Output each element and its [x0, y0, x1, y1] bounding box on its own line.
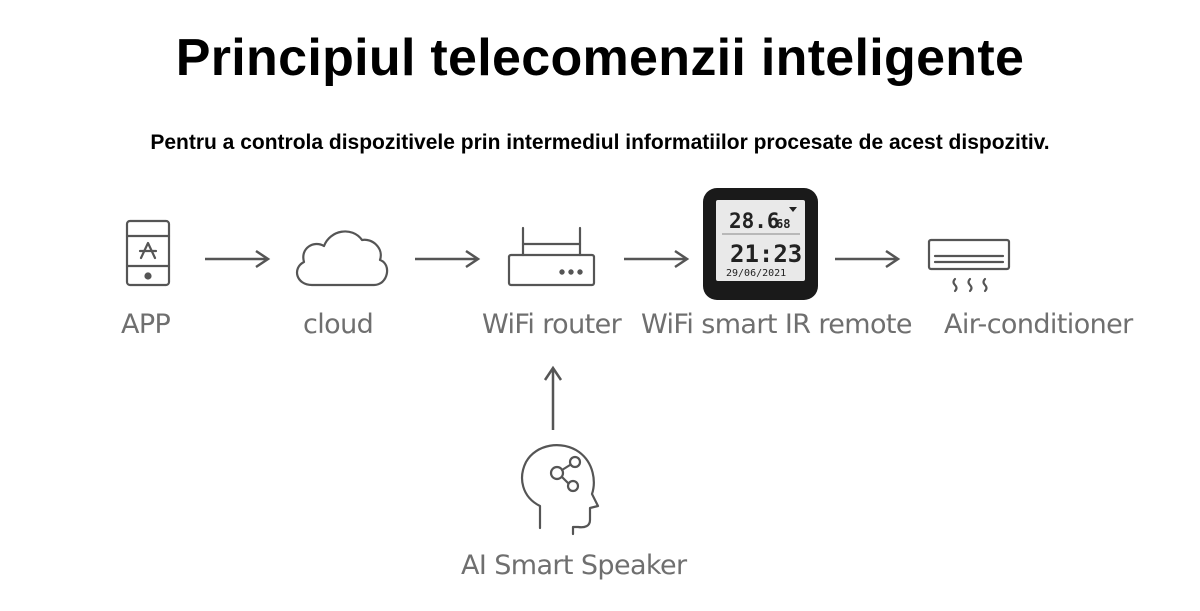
label-app: APP	[121, 309, 171, 340]
label-air-conditioner: Air-conditioner	[944, 309, 1133, 340]
arrow-speaker-to-router	[543, 365, 563, 430]
phone-app-icon	[125, 219, 171, 287]
remote-time: 21:23	[730, 240, 802, 268]
smart-ir-remote-device: 28.6 68 21:23 29/06/2021	[703, 188, 818, 300]
remote-temperature: 28.6	[729, 209, 780, 233]
remote-humidity: 68	[776, 217, 790, 231]
wifi-router-icon	[507, 226, 596, 287]
arrow-app-to-cloud	[205, 249, 271, 269]
air-conditioner-icon	[927, 238, 1011, 293]
label-wifi-smart-ir-remote: WiFi smart IR remote	[641, 309, 912, 340]
arrow-cloud-to-router	[415, 249, 481, 269]
label-ai-smart-speaker: AI Smart Speaker	[461, 550, 687, 581]
remote-date: 29/06/2021	[726, 268, 786, 279]
page-title: Principiul telecomenzii inteligente	[175, 29, 1025, 87]
page-subtitle: Pentru a controla dispozitivele prin int…	[150, 131, 1050, 154]
arrow-remote-to-ac	[835, 249, 901, 269]
ai-head-icon	[521, 444, 600, 536]
label-cloud: cloud	[303, 309, 374, 340]
arrow-router-to-remote	[624, 249, 690, 269]
cloud-icon	[295, 230, 389, 287]
label-wifi-router: WiFi router	[482, 309, 622, 340]
